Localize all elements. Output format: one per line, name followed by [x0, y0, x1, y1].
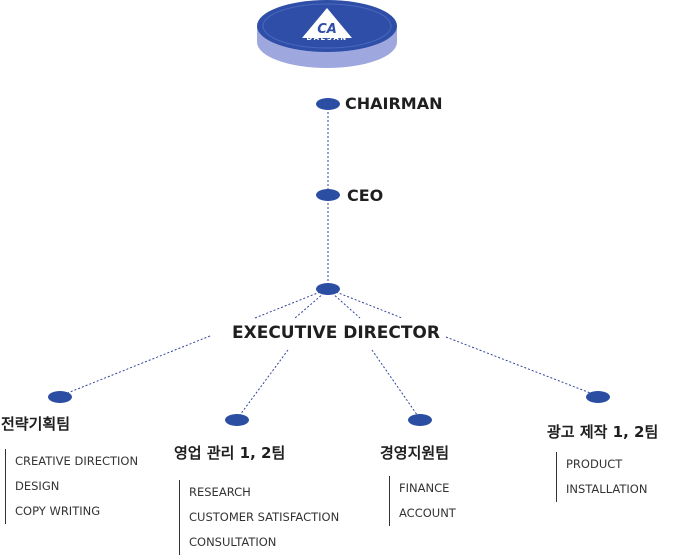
ceo-label: CEO — [347, 186, 384, 205]
node-ceo — [316, 189, 340, 201]
duty-item: RESEARCH — [189, 485, 251, 499]
team-1-label: 전략기획팀 — [1, 415, 71, 433]
duty-item: FINANCE — [399, 481, 450, 495]
team-3-label: 경영지원팀 — [380, 444, 450, 462]
connector-team-1 — [59, 335, 211, 397]
duty-item: CONSULTATION — [189, 535, 277, 549]
duty-item: CREATIVE DIRECTION — [15, 454, 139, 468]
team-3-duties: FINANCE ACCOUNT — [389, 476, 456, 526]
node-team-4 — [586, 391, 610, 403]
node-chairman — [316, 98, 340, 110]
executive-director-label: EXECUTIVE DIRECTOR — [232, 323, 440, 343]
connector-hub-left-2 — [294, 292, 325, 319]
node-team-3 — [408, 414, 432, 426]
team-4-duties: PRODUCT INSTALLATION — [556, 452, 647, 502]
connector-hub-right-1 — [331, 292, 361, 319]
duty-item: CUSTOMER SATISFACTION — [189, 510, 340, 524]
company-logo: CA DAESAN — [257, 0, 397, 68]
duty-item: ACCOUNT — [399, 506, 456, 520]
connector-team-2 — [236, 349, 289, 420]
team-2-duties: RESEARCH CUSTOMER SATISFACTION CONSULTAT… — [179, 480, 339, 555]
node-team-1 — [48, 391, 72, 403]
team-4-label: 광고 제작 1, 2팀 — [547, 423, 659, 441]
logo-mark: CA — [317, 22, 337, 37]
chairman-label: CHAIRMAN — [345, 94, 443, 113]
duty-item: COPY WRITING — [15, 504, 101, 518]
duty-item: DESIGN — [15, 479, 60, 493]
duty-item: PRODUCT — [566, 457, 623, 471]
node-team-2 — [225, 414, 249, 426]
connector-team-4 — [445, 336, 599, 397]
duty-item: INSTALLATION — [566, 482, 648, 496]
node-executive-hub — [316, 283, 340, 295]
connector-hub-left-1 — [254, 291, 321, 319]
logo-triangle-icon — [302, 8, 352, 38]
team-2-label: 영업 관리 1, 2팀 — [174, 444, 286, 462]
connector-team-3 — [371, 349, 421, 420]
connector-hub-right-2 — [335, 291, 403, 319]
team-1-duties: CREATIVE DIRECTION DESIGN COPY WRITING — [5, 449, 138, 524]
logo-name: DAESAN — [306, 34, 347, 42]
